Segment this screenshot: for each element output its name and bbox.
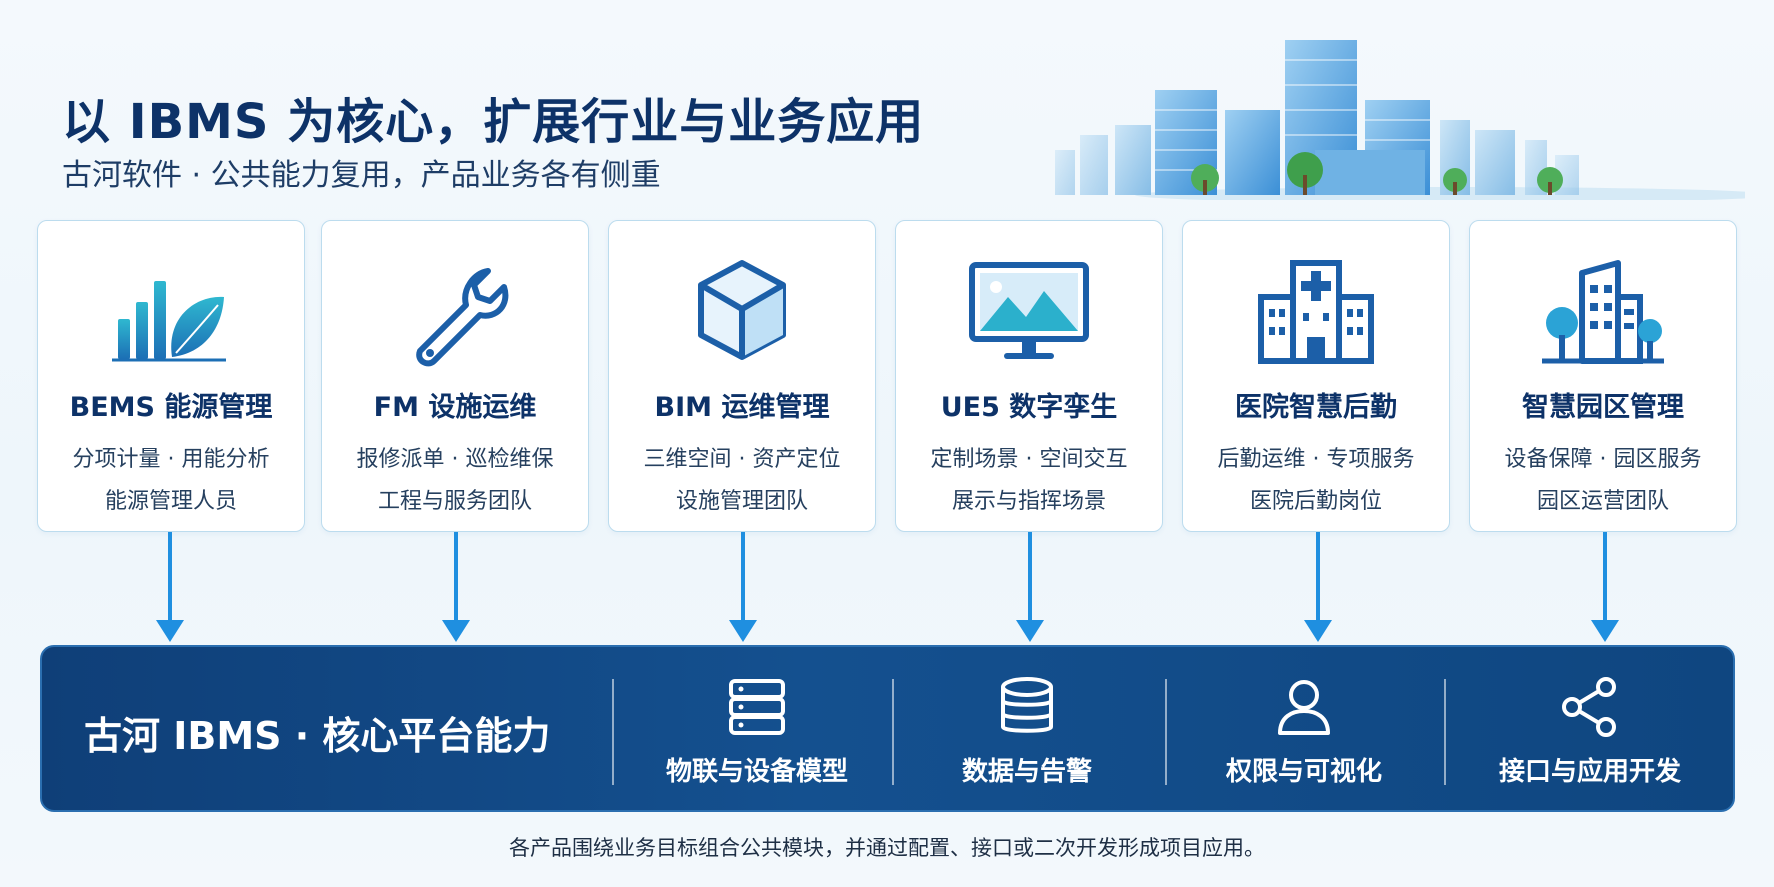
- module-api-app-dev[interactable]: 接口与应用开发: [1470, 675, 1710, 795]
- down-arrow-icon: [1591, 532, 1619, 642]
- platform-title: 古河 IBMS · 核心平台能力: [84, 714, 551, 758]
- product-name: BEMS 能源管理: [69, 392, 273, 423]
- product-card-ue5[interactable]: UE5 数字孪生 定制场景 · 空间交互 展示与指挥场景: [895, 220, 1163, 532]
- product-card-hospital[interactable]: 医院智慧后勤 后勤运维 · 专项服务 医院后勤岗位: [1182, 220, 1450, 532]
- product-features: 三维空间 · 资产定位: [643, 447, 841, 472]
- user-icon: [1278, 680, 1330, 735]
- product-features: 报修派单 · 巡检维保: [356, 447, 554, 472]
- product-card-bim[interactable]: BIM 运维管理 三维空间 · 资产定位 设施管理团队: [608, 220, 876, 532]
- down-arrow-icon: [442, 532, 470, 642]
- down-arrow-icon: [1016, 532, 1044, 642]
- share-icon: [1562, 677, 1616, 737]
- product-name: BIM 运维管理: [654, 392, 830, 423]
- product-features: 后勤运维 · 专项服务: [1217, 447, 1415, 472]
- page-title: 以 IBMS 为核心，扩展行业与业务应用: [62, 94, 925, 150]
- product-card-fm[interactable]: FM 设施运维 报修派单 · 巡检维保 工程与服务团队: [321, 220, 589, 532]
- product-features: 定制场景 · 空间交互: [930, 447, 1128, 472]
- core-platform-panel: 古河 IBMS · 核心平台能力 物联与设备模型 数据与告警: [40, 645, 1735, 812]
- product-audience: 能源管理人员: [104, 489, 237, 514]
- divider: [892, 679, 894, 785]
- module-label: 权限与可视化: [1225, 757, 1382, 787]
- product-audience: 医院后勤岗位: [1249, 489, 1382, 514]
- product-name: UE5 数字孪生: [940, 392, 1118, 423]
- bar-chart-leaf-icon: [106, 257, 236, 367]
- module-data-alarm[interactable]: 数据与告警: [907, 675, 1147, 795]
- module-label: 接口与应用开发: [1498, 757, 1681, 787]
- cube-icon: [677, 257, 807, 367]
- divider: [612, 679, 614, 785]
- database-icon: [1001, 677, 1053, 733]
- divider: [1165, 679, 1167, 785]
- monitor-landscape-icon: [964, 257, 1094, 367]
- product-features: 分项计量 · 用能分析: [72, 447, 270, 472]
- hospital-icon: [1251, 257, 1381, 367]
- product-name: 医院智慧后勤: [1235, 392, 1397, 423]
- product-audience: 设施管理团队: [675, 489, 808, 514]
- footnote: 各产品围绕业务目标组合公共模块，并通过配置、接口或二次开发形成项目应用。: [509, 836, 1265, 860]
- city-skyline-illustration: [1055, 40, 1745, 200]
- down-arrow-icon: [729, 532, 757, 642]
- product-features: 设备保障 · 园区服务: [1504, 447, 1702, 472]
- module-iot-device-model[interactable]: 物联与设备模型: [637, 675, 877, 795]
- product-audience: 展示与指挥场景: [951, 489, 1106, 514]
- product-audience: 工程与服务团队: [377, 489, 532, 514]
- product-audience: 园区运营团队: [1536, 489, 1669, 514]
- down-arrow-icon: [1304, 532, 1332, 642]
- wrench-icon: [390, 257, 520, 367]
- server-icon: [729, 679, 785, 735]
- page-subtitle: 古河软件 · 公共能力复用，产品业务各有侧重: [62, 158, 661, 193]
- module-label: 数据与告警: [961, 757, 1092, 787]
- module-permission-visualization[interactable]: 权限与可视化: [1184, 675, 1424, 795]
- product-name: FM 设施运维: [373, 392, 537, 423]
- divider: [1444, 679, 1446, 785]
- module-label: 物联与设备模型: [665, 757, 848, 787]
- product-card-campus[interactable]: 智慧园区管理 设备保障 · 园区服务 园区运营团队: [1469, 220, 1737, 532]
- product-name: 智慧园区管理: [1522, 392, 1684, 423]
- campus-building-icon: [1538, 257, 1668, 367]
- down-arrow-icon: [156, 532, 184, 642]
- product-card-bems[interactable]: BEMS 能源管理 分项计量 · 用能分析 能源管理人员: [37, 220, 305, 532]
